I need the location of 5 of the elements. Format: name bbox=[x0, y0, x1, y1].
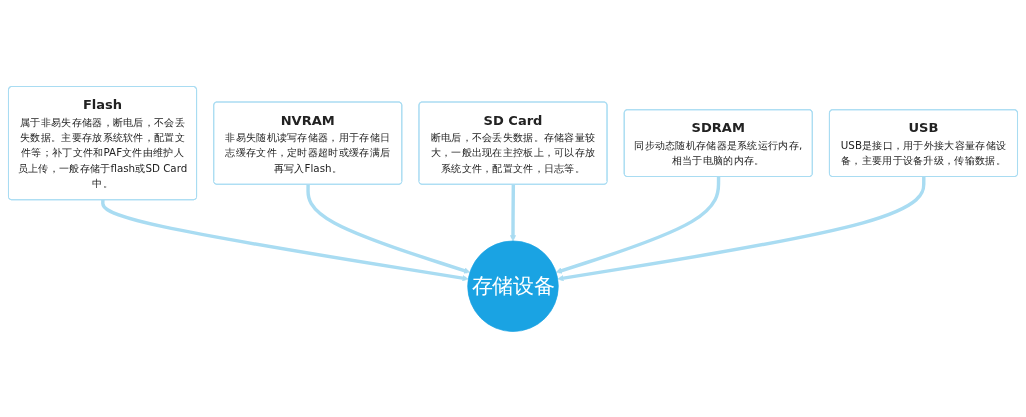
arrow bbox=[557, 176, 926, 281]
arrow bbox=[510, 184, 516, 241]
node-circle: 存储设备 bbox=[467, 240, 559, 332]
arrow bbox=[555, 176, 721, 274]
arrow bbox=[306, 184, 471, 274]
